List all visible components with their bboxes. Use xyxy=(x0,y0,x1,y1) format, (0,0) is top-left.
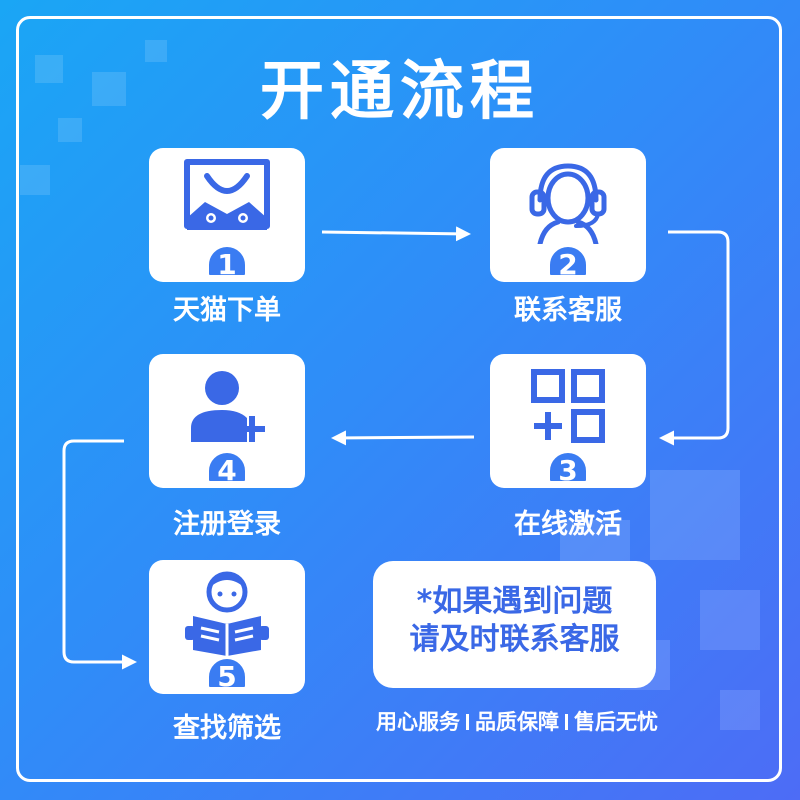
step-card-5: 5 xyxy=(149,560,305,694)
border-frame xyxy=(16,16,782,782)
footer-item-service: 用心服务 xyxy=(376,710,460,734)
step-number-4: 4 xyxy=(206,450,248,487)
decor-square xyxy=(650,470,740,560)
footer-item-quality: 品质保障 xyxy=(475,710,559,734)
footer-item-aftersales: 售后无忧 xyxy=(574,710,658,734)
decor-square xyxy=(35,55,63,83)
step-label-3: 在线激活 xyxy=(514,509,622,540)
note-line-2: 请及时联系客服 xyxy=(409,622,620,657)
decor-square xyxy=(145,40,167,62)
shopping-bag-icon xyxy=(184,159,270,230)
step-card-2: 2 xyxy=(490,148,646,282)
help-note: *如果遇到问题 请及时联系客服 xyxy=(373,561,656,688)
reading-person-icon xyxy=(185,571,269,656)
decor-square xyxy=(92,72,126,106)
add-user-icon xyxy=(191,371,265,442)
customer-service-headset-icon xyxy=(529,163,607,244)
footer-divider xyxy=(466,714,469,730)
footer-guarantees: 用心服务品质保障售后无忧 xyxy=(322,706,712,736)
step-number-3: 3 xyxy=(547,450,589,487)
step-number-2: 2 xyxy=(547,244,589,281)
decor-square xyxy=(700,590,760,650)
step-label-5: 查找筛选 xyxy=(173,713,281,744)
step-number-5: 5 xyxy=(206,656,248,693)
decor-square xyxy=(720,690,760,730)
step-number-1: 1 xyxy=(206,244,248,281)
decor-square xyxy=(58,118,82,142)
page-title: 开通流程 xyxy=(260,55,540,129)
grid-plus-icon xyxy=(531,369,605,443)
footer-divider xyxy=(565,714,568,730)
step-card-3: 3 xyxy=(490,354,646,488)
step-label-4: 注册登录 xyxy=(173,509,281,540)
step-label-1: 天猫下单 xyxy=(173,295,281,326)
step-card-4: 4 xyxy=(149,354,305,488)
decor-square xyxy=(20,165,50,195)
step-label-2: 联系客服 xyxy=(514,295,622,326)
note-line-1: *如果遇到问题 xyxy=(416,584,613,619)
step-card-1: 1 xyxy=(149,148,305,282)
